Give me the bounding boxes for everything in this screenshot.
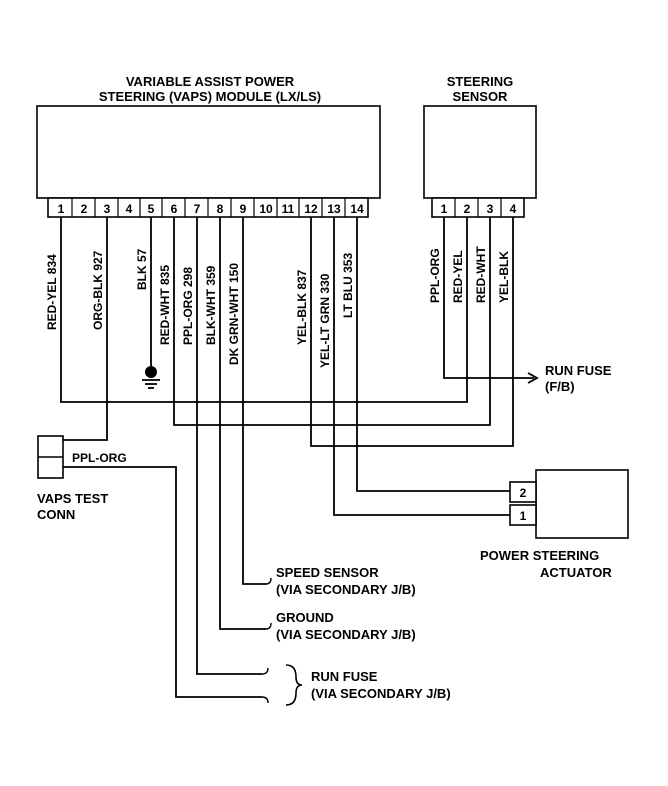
test-conn-wire-label: PPL-ORG: [72, 451, 127, 465]
run-fuse-secondary-callout: RUN FUSE (VIA SECONDARY J/B): [261, 664, 451, 706]
sensor-pin-4: 4: [510, 202, 517, 216]
sensor-pin-1: 1: [441, 202, 448, 216]
sensor-wire-label-4: YEL-BLK: [497, 251, 511, 303]
actuator-pin-2: 2: [520, 486, 527, 500]
run-fuse-secondary-line1: RUN FUSE: [311, 669, 378, 684]
vaps-pin-10: 10: [259, 202, 273, 216]
ground-line2: (VIA SECONDARY J/B): [276, 627, 416, 642]
wire-pin12-to-sensor-pin4: [310, 217, 514, 447]
test-conn-line2: CONN: [37, 507, 75, 522]
actuator-pin-1: 1: [520, 509, 527, 523]
run-fuse-fb-line2: (F/B): [545, 379, 575, 394]
wire-sensor-pin1-run-fuse: [443, 217, 534, 379]
wire-pin14-to-actuator-pin2: [356, 217, 510, 492]
module-title-line2: STEERING (VAPS) MODULE (LX/LS): [99, 89, 321, 104]
vaps-pin-5: 5: [148, 202, 155, 216]
sensor-wire-label-1: PPL-ORG: [428, 248, 442, 303]
vaps-pin-2: 2: [81, 202, 88, 216]
module-wire-labels: RED-YEL 834 ORG-BLK 927 BLK 57 RED-WHT 8…: [45, 248, 355, 368]
vaps-pin-dividers: [71, 198, 346, 217]
wire-pin8-ground: [219, 217, 266, 630]
vaps-pin-6: 6: [171, 202, 178, 216]
sensor-wire-label-2: RED-YEL: [451, 250, 465, 303]
wire-label-p7: PPL-ORG 298: [181, 267, 195, 345]
wire-label-p3: ORG-BLK 927: [91, 250, 105, 330]
actuator-line2: ACTUATOR: [540, 565, 612, 580]
test-conn-line1: VAPS TEST: [37, 491, 108, 506]
vaps-pin-7: 7: [194, 202, 201, 216]
wire-label-p5: BLK 57: [135, 248, 149, 290]
sensor-wire-label-3: RED-WHT: [474, 246, 488, 303]
vaps-pin-13: 13: [327, 202, 341, 216]
module-title-line1: VARIABLE ASSIST POWER: [126, 74, 295, 89]
speed-sensor-line2: (VIA SECONDARY J/B): [276, 582, 416, 597]
wire-pin9-speed-sensor: [242, 217, 266, 585]
wire-pin13-to-actuator-pin1: [333, 217, 510, 516]
wire-test-conn-ppl-org: [63, 466, 262, 698]
wire-label-p12: YEL-BLK 837: [295, 269, 309, 345]
run-fuse-secondary-line2: (VIA SECONDARY J/B): [311, 686, 451, 701]
vaps-pin-14: 14: [350, 202, 364, 216]
actuator-line1: POWER STEERING: [480, 548, 599, 563]
sensor-pin-3: 3: [487, 202, 494, 216]
speed-sensor-line1: SPEED SENSOR: [276, 565, 379, 580]
run-fuse-fb-line1: RUN FUSE: [545, 363, 612, 378]
vaps-pin-4: 4: [126, 202, 133, 216]
brace-icon: [285, 664, 303, 706]
actuator-pin-1-box: [509, 504, 537, 526]
vaps-pin-11: 11: [282, 202, 295, 216]
speed-sensor-callout: SPEED SENSOR (VIA SECONDARY J/B): [265, 565, 416, 597]
actuator-box: [535, 469, 629, 539]
sensor-title-line1: STEERING: [447, 74, 513, 89]
vaps-pin-numbers: 1 2 3 4 5 6 7 8 9 10 11 12 13 14: [58, 202, 364, 216]
vaps-pin-8: 8: [217, 202, 224, 216]
vaps-pin-3: 3: [104, 202, 111, 216]
wire-pin3-to-test-conn: [63, 404, 108, 441]
wire-pin1-to-sensor-pin2: [60, 217, 468, 403]
sensor-pin-dividers: [454, 198, 502, 217]
vaps-pin-9: 9: [240, 202, 247, 216]
vaps-test-connector: [37, 435, 64, 479]
vaps-pin-12: 12: [304, 202, 318, 216]
run-fuse-arrow: [527, 372, 539, 384]
wire-label-p1: RED-YEL 834: [45, 254, 59, 330]
vaps-module-box: [36, 105, 381, 199]
ground-line1: GROUND: [276, 610, 334, 625]
wire-label-p13: YEL-LT GRN 330: [318, 273, 332, 368]
steering-sensor-box: [423, 105, 537, 199]
wire-label-p14: LT BLU 353: [341, 253, 355, 318]
wire-label-p8: BLK-WHT 359: [204, 265, 218, 345]
wire-pin7-run-fuse: [196, 217, 262, 675]
sensor-wire-labels: PPL-ORG RED-YEL RED-WHT YEL-BLK: [428, 246, 511, 303]
vaps-pin-1: 1: [58, 202, 65, 216]
ground-callout: GROUND (VIA SECONDARY J/B): [265, 610, 416, 642]
sensor-pin-2: 2: [464, 202, 471, 216]
ground-icon: [142, 366, 160, 389]
wire-label-p9: DK GRN-WHT 150: [227, 263, 241, 365]
actuator-pin-2-box: [509, 481, 537, 503]
wire-label-p6: RED-WHT 835: [158, 265, 172, 345]
wire-pin6-to-sensor-pin3: [173, 217, 491, 426]
module-wires: [60, 217, 539, 675]
sensor-title-line2: SENSOR: [453, 89, 509, 104]
